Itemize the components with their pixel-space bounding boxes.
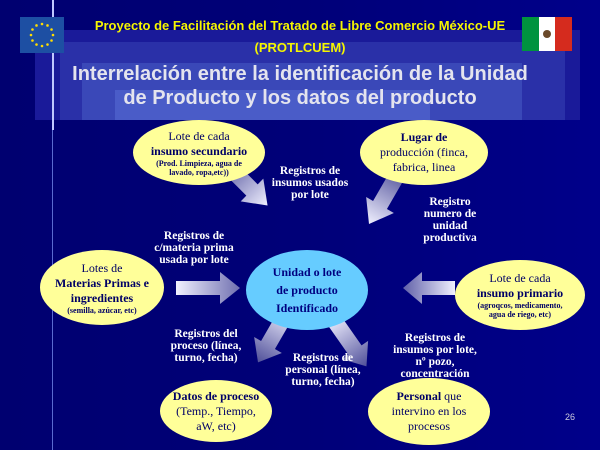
eu-star (31, 28, 34, 31)
node-text: Identificado (275, 301, 338, 315)
mexico-flag-icon (522, 17, 572, 51)
label-unidad-productiva: Registro numero de unidad productiva (423, 196, 477, 244)
sparkle-line (52, 0, 54, 130)
node-text: fabrica, linea (392, 160, 456, 174)
slide-title: Interrelación entre la identificación de… (20, 62, 580, 110)
title-line-2: de Producto y los datos del producto (123, 87, 477, 109)
node-text: Unidad o lote (272, 265, 342, 279)
project-header: Proyecto de Facilitación del Tratado de … (94, 18, 506, 33)
eu-star (50, 28, 53, 31)
eu-star (35, 24, 38, 27)
node-materias-primas: Lotes de Materias Primas e ingredientes … (40, 250, 164, 325)
node-datos-proceso: Datos de proceso (Temp., Tiempo, aW, etc… (160, 380, 272, 442)
node-text: insumo primario (476, 286, 564, 300)
node-text: de producto (276, 283, 338, 297)
node-insumo-primario: Lote de cada insumo primario (agroqcos, … (455, 260, 585, 330)
node-text: procesos (408, 419, 450, 433)
node-text: Materias Primas e (55, 275, 149, 290)
node-insumo-secundario: Lote de cada insumo secundario (Prod. Li… (133, 120, 265, 185)
page-number: 26 (565, 412, 576, 422)
node-lugar-produccion: Lugar de producción (finca, fabrica, lin… (360, 120, 488, 185)
node-text: ingredientes (70, 290, 134, 305)
project-acronym: (PROTLCUEM) (254, 40, 346, 55)
arrow-primario (403, 272, 455, 304)
title-line-1: Interrelación entre la identificación de… (72, 63, 528, 85)
node-text: que (441, 389, 462, 403)
node-text: Personal (396, 389, 442, 403)
node-personal: Personal que intervino en los procesos (368, 378, 490, 445)
label-insumos-usados: Registros de insumos usados por lote (271, 165, 349, 201)
node-text: (Prod. Limpieza, agua de (156, 158, 242, 168)
eu-star (40, 44, 44, 48)
eu-flag-icon (20, 17, 64, 53)
vertical-line (52, 0, 53, 450)
eu-star (46, 43, 49, 46)
eu-star (31, 39, 34, 42)
label-personal: Registros de personal (línea, turno, fec… (285, 352, 361, 388)
label-insumos-pozo: Registros de insumos por lote, nº pozo, … (393, 332, 477, 380)
node-text: (Temp., Tiempo, (176, 403, 256, 418)
node-text: Datos de proceso (172, 388, 260, 403)
node-text: Lotes de (81, 260, 123, 275)
node-text: insumo secundario (150, 143, 248, 158)
eu-star (40, 22, 44, 26)
node-text: Lote de cada (489, 271, 551, 285)
bg-panel (115, 90, 430, 120)
arrow-materias (176, 272, 240, 304)
arrow-personal (325, 312, 369, 367)
node-text: agua de riego, etc) (488, 310, 552, 319)
eu-star (29, 33, 33, 37)
node-text: Lote de cada (168, 128, 230, 143)
eu-star (46, 24, 49, 27)
node-text: producción (finca, (380, 145, 468, 159)
label-materia-prima: Registros de c/materia prima usada por l… (154, 230, 234, 266)
node-text: lavado, ropa,etc)) (169, 167, 229, 177)
node-text: (semilla, azúcar, etc) (67, 305, 137, 315)
node-text: aW, etc) (196, 418, 236, 433)
node-unidad-producto: Unidad o lote de producto Identificado (246, 250, 368, 330)
eu-star (50, 39, 53, 42)
label-proceso: Registros del proceso (línea, turno, fec… (170, 328, 242, 364)
node-text: intervino en los (391, 404, 467, 418)
eu-star (51, 33, 55, 37)
node-text: (agroqcos, medicamento, (477, 301, 563, 310)
node-text: Lugar de (400, 130, 448, 144)
eu-star (35, 43, 38, 46)
